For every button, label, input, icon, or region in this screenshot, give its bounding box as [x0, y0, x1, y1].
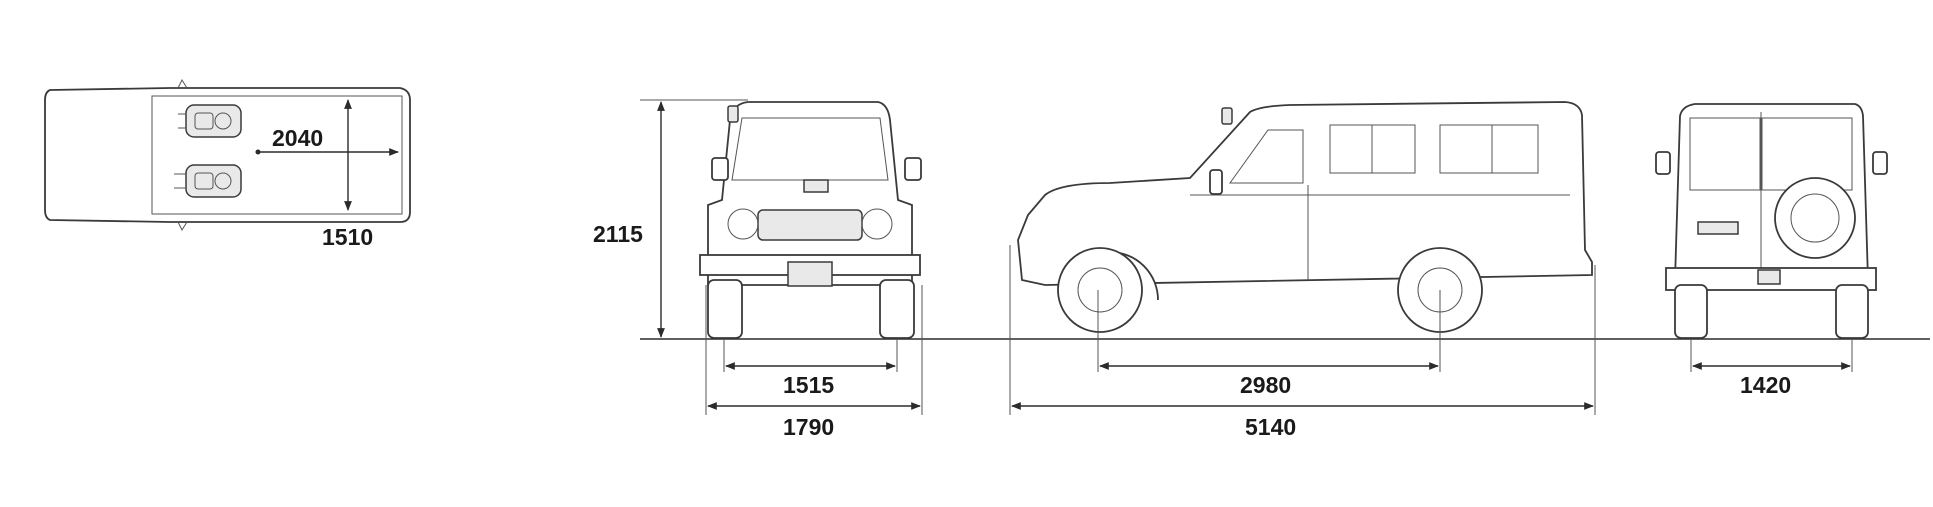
cargo-width-label: 1510 [322, 224, 373, 250]
mirror-right [904, 157, 922, 181]
stretcher-icon [174, 164, 242, 198]
rear-tyre-right [1835, 284, 1869, 339]
overall-height-label: 2115 [593, 221, 643, 247]
mirror-right [177, 221, 188, 232]
front-view: 2115 1515 1790 [593, 99, 923, 440]
side-body [1017, 101, 1593, 286]
side-window-2 [1439, 124, 1539, 174]
headlight-left [727, 208, 759, 240]
front-wheel [1057, 247, 1143, 333]
front-hub [1077, 267, 1123, 313]
mirror-right [1872, 151, 1888, 175]
front-door-window [1229, 129, 1304, 184]
headlight-right [861, 208, 893, 240]
rear-tyre-left [1674, 284, 1708, 339]
rear-window-left [1689, 117, 1761, 191]
spare-wheel-icon [1774, 177, 1856, 259]
side-view: 2980 5140 [1009, 101, 1596, 440]
winch [787, 261, 833, 287]
warning-light-icon [727, 105, 739, 123]
mirror-left [177, 78, 188, 89]
front-tyre-left [707, 279, 743, 339]
mirror-left [711, 157, 729, 181]
mirror-left [1655, 151, 1671, 175]
front-tyre-right [879, 279, 915, 339]
top-view: 2040 1510 [44, 78, 411, 250]
licence-plate [1697, 221, 1739, 235]
stretcher-icon [178, 104, 242, 138]
windshield [731, 117, 889, 181]
overall-length-label: 5140 [1245, 414, 1296, 440]
overall-width-label: 1790 [783, 414, 834, 440]
rear-view: 1420 [1655, 103, 1888, 398]
side-mirror [1209, 169, 1223, 195]
cargo-floor [151, 95, 403, 215]
rear-track-label: 1420 [1740, 372, 1791, 398]
wheelbase-label: 2980 [1240, 372, 1291, 398]
cargo-length-label: 2040 [272, 125, 323, 151]
warning-light-icon [1221, 107, 1233, 125]
top-view-outline [44, 87, 411, 223]
tow-hitch [1757, 269, 1781, 285]
front-track-label: 1515 [783, 372, 834, 398]
grille [757, 209, 863, 241]
hood-scoop [803, 179, 829, 193]
